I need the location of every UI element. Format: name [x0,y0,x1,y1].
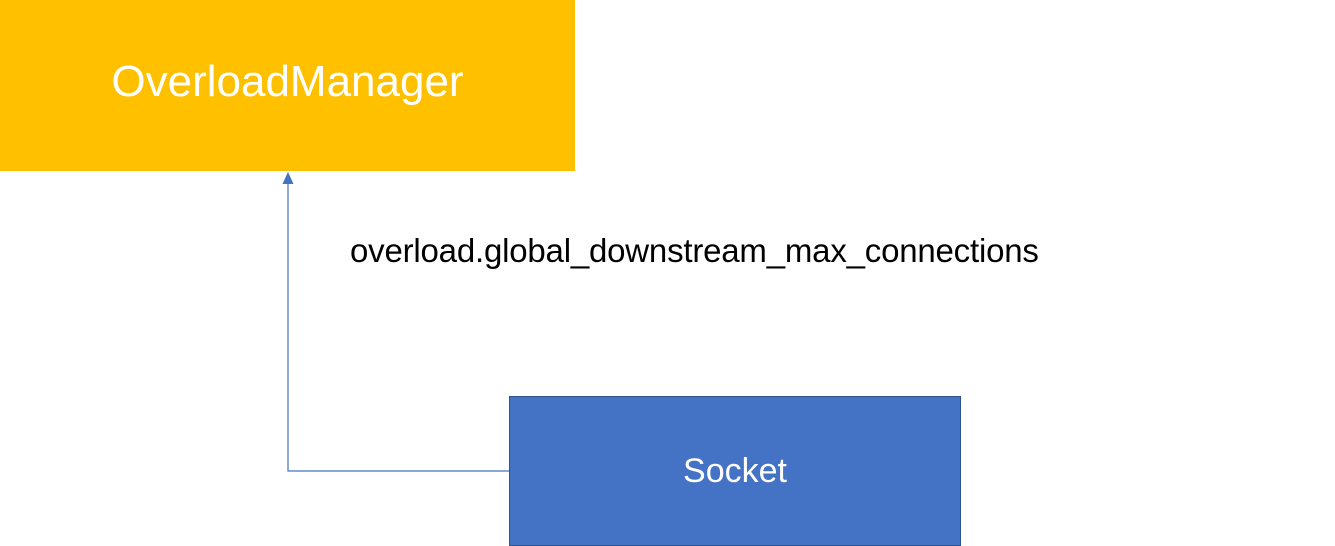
socket-label: Socket [683,451,787,490]
overload-manager-node: OverloadManager [0,0,575,171]
connector-line [287,182,509,472]
socket-node: Socket [509,396,961,546]
arrowhead-icon [282,172,294,184]
connector-label: overload.global_downstream_max_connectio… [350,232,1039,269]
overload-manager-label: OverloadManager [111,56,464,106]
